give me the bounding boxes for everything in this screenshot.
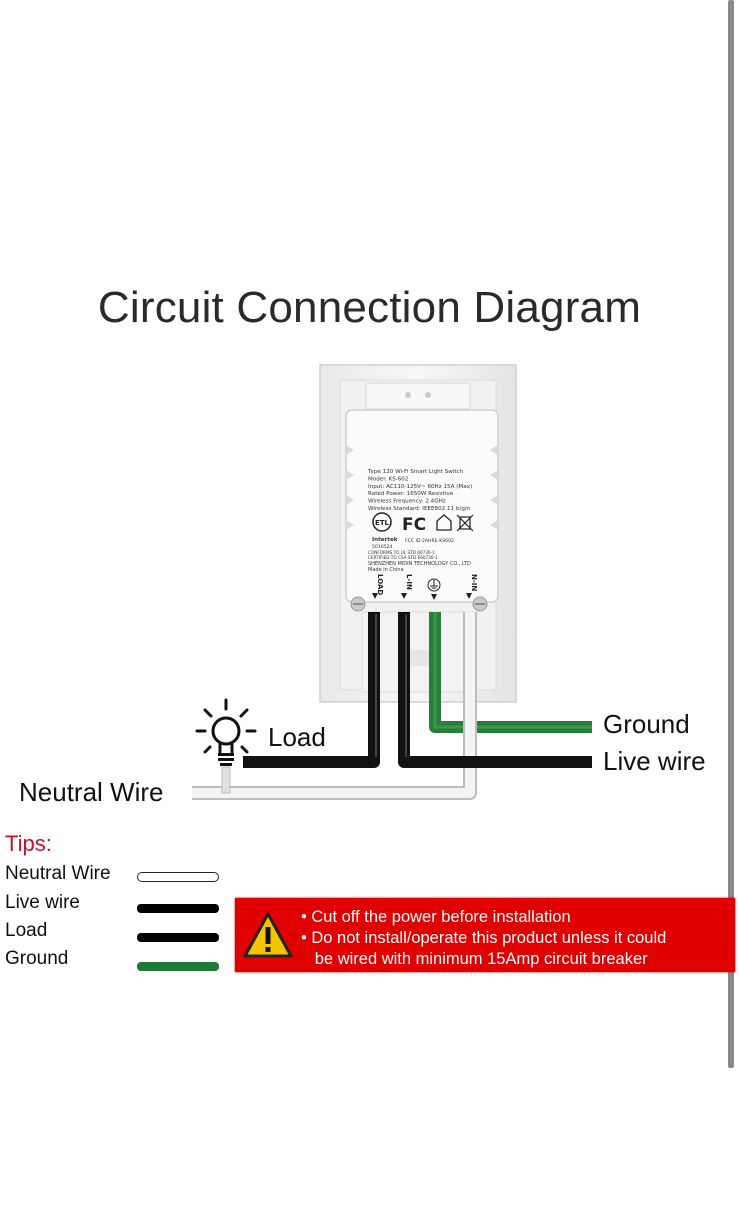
diagram-title: Circuit Connection Diagram (97, 283, 642, 332)
terminal-arrow-icon (466, 593, 472, 599)
home-icon (436, 514, 452, 531)
fcc-mark-icon: FC (402, 515, 426, 535)
neutral-wire-label: Neutral Wire (19, 777, 164, 807)
scrollbar[interactable] (728, 0, 734, 1068)
cert-line: CERTIFIED TO CSA STD E60730-1 (368, 555, 438, 560)
warning-line-1: • Cut off the power before installation (301, 908, 571, 926)
warning-text: • Cut off the power before installation … (301, 907, 666, 970)
wiring-diagram: Type 120 Wi-Fi Smart Light SwitchModel: … (192, 364, 592, 800)
terminal-arrow-icon (431, 594, 437, 600)
cert-line: Intertek (372, 537, 398, 543)
tip-ground-swatch (137, 962, 219, 971)
terminal-arrow-icon (401, 593, 407, 599)
tip-neutral-swatch (137, 872, 219, 882)
cert-line: 5010524 (372, 544, 393, 550)
tip-load-label: Load (5, 920, 48, 941)
spec-line: Input: AC110-125V~ 60Hz 15A (Max) (368, 484, 472, 490)
spec-line: Wireless Frequency: 2.4GHz (368, 499, 446, 505)
load-wire (243, 612, 380, 768)
warning-triangle-icon (243, 912, 293, 958)
tip-live-swatch (137, 904, 219, 913)
tip-ground-label: Ground (5, 948, 69, 969)
tip-live-label: Live wire (5, 892, 80, 913)
tip-neutral-label: Neutral Wire (5, 863, 111, 884)
cert-line: Made in China (368, 567, 404, 573)
load-label: Load (268, 722, 326, 752)
light-bulb-icon (195, 698, 257, 754)
warning-line-2: • Do not install/operate this product un… (301, 929, 667, 947)
spec-line: Model: KS-602 (368, 476, 408, 482)
spec-label: Type 120 Wi-Fi Smart Light SwitchModel: … (367, 469, 472, 573)
spec-line: Type 120 Wi-Fi Smart Light Switch (367, 469, 464, 475)
live-wire (398, 612, 592, 768)
ground-label: Ground (603, 709, 690, 739)
cert-line: CONFORMS TO UL STD 60730-1 (368, 550, 435, 555)
warning-banner: • Cut off the power before installation … (235, 898, 735, 972)
switch-module-body (345, 409, 499, 603)
weee-bin-icon (456, 514, 474, 532)
terminal-label: LOAD (376, 574, 384, 595)
spec-line: Rated Power: 1650W Resistive (368, 491, 454, 497)
etl-mark-icon (372, 512, 392, 532)
tips-heading: Tips: (5, 831, 52, 856)
tip-load-swatch (137, 933, 219, 942)
terminal-label: L-IN (405, 574, 413, 590)
terminal-arrow-icon (372, 593, 378, 599)
bulb-base-wire (221, 766, 231, 794)
cert-line: FCC ID:2AHRE-KS602 (405, 538, 454, 544)
spec-line: Wireless Standard: IEEE802.11 b/g/n (368, 506, 471, 512)
warning-line-3: be wired with minimum 15Amp circuit brea… (301, 950, 648, 968)
live-wire-label: Live wire (603, 746, 706, 776)
ground-symbol-icon (427, 578, 441, 592)
terminal-label: N-IN (470, 574, 478, 591)
cert-line: SHENZHEN MIDIN TECHNOLOGY CO., LTD (368, 561, 471, 567)
svg-text:ETL: ETL (375, 519, 390, 527)
